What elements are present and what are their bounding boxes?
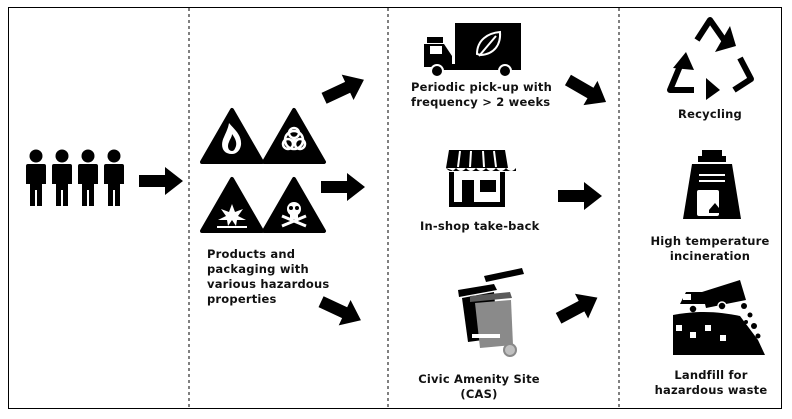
arrow-cas-to-treatment bbox=[552, 285, 604, 331]
arrow-products-to-pickup bbox=[318, 67, 370, 111]
periodic-pickup-label: Periodic pick-up with frequency > 2 week… bbox=[411, 80, 553, 109]
civic-amenity-site-label: Civic Amenity Site (CAS) bbox=[418, 372, 540, 401]
arrow-products-to-shop bbox=[321, 173, 365, 201]
storefront-icon bbox=[446, 150, 516, 207]
arrow-consumers-to-products bbox=[139, 167, 183, 195]
flammable-warning-icon bbox=[200, 108, 264, 164]
arrow-shop-to-treatment bbox=[558, 182, 602, 210]
toxic-skull-warning-icon bbox=[262, 177, 326, 233]
column-dividers bbox=[188, 8, 620, 408]
delivery-truck-leaf-icon bbox=[424, 23, 521, 78]
incinerator-icon bbox=[683, 150, 741, 219]
in-shop-take-back-label: In-shop take-back bbox=[420, 219, 540, 233]
wheelie-bins-icon bbox=[458, 268, 524, 357]
explosive-warning-icon bbox=[200, 177, 264, 233]
landfill-label: Landfill for hazardous waste bbox=[654, 368, 768, 397]
landfill-truck-icon bbox=[673, 280, 765, 355]
group-of-people-icon bbox=[26, 149, 124, 206]
diagram-frame bbox=[8, 7, 782, 409]
incineration-label: High temperature incineration bbox=[650, 234, 770, 263]
biohazard-warning-icon bbox=[262, 108, 326, 164]
recycling-label: Recycling bbox=[678, 107, 742, 121]
products-hazard-label: Products and packaging with various haza… bbox=[207, 247, 330, 306]
recycle-icon bbox=[667, 17, 754, 100]
